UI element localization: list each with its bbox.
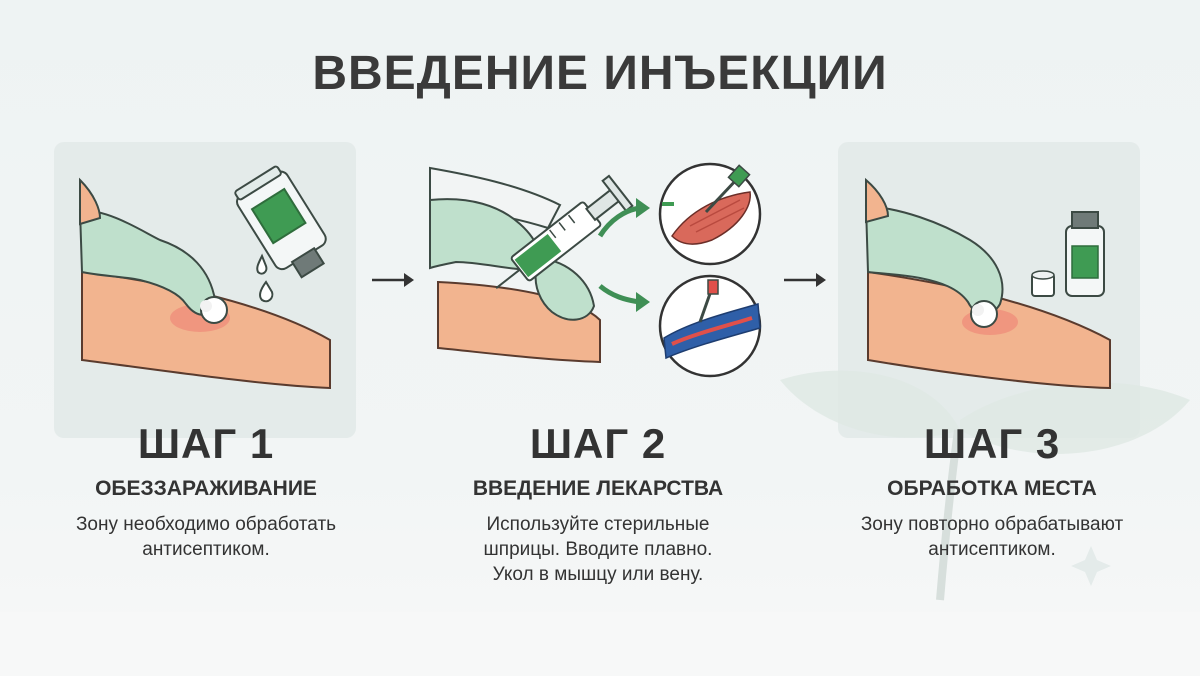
vial-cap-icon [1031, 270, 1055, 297]
page-title: ВВЕДЕНИЕ ИНЪЕКЦИИ [312, 47, 888, 100]
step-2-description: Используйте стерильные шприцы. Вводите п… [418, 512, 778, 587]
syringe-icon [495, 174, 634, 289]
step-3-description-line: антисептиком. [928, 539, 1056, 560]
vein-icon [658, 274, 762, 378]
cotton-swab-icon [200, 296, 228, 324]
step-1-description: Зону необходимо обработать антисептиком. [26, 512, 386, 562]
droplet-icon [256, 253, 268, 275]
arrow-right-icon [784, 273, 826, 287]
step-3-subtitle: ОБРАБОТКА МЕСТА [887, 477, 1097, 500]
bottom-band [0, 612, 1200, 676]
step-2-heading: ШАГ 2 [529, 420, 667, 467]
droplet-icon [258, 280, 274, 303]
gloved-hand-icon [429, 198, 596, 321]
step-1-subtitle: ОБЕЗЗАРАЖИВАНИЕ [95, 477, 317, 500]
muscle-icon [658, 162, 762, 266]
step-3-description-line: Зону повторно обрабатывают [860, 514, 1124, 535]
arrow-right-icon [372, 273, 414, 287]
step-1-heading: ШАГ 1 [137, 420, 275, 467]
step-3-description: Зону повторно обрабатывают антисептиком. [812, 512, 1172, 562]
step-2-subtitle: ВВЕДЕНИЕ ЛЕКАРСТВА [472, 477, 724, 500]
antiseptic-bottle-icon [234, 165, 327, 279]
vial-icon [1065, 211, 1105, 297]
cotton-swab-icon [970, 300, 998, 328]
step-2-description-line: Укол в мышцу или вену. [492, 564, 704, 585]
step-1-description-line: антисептиком. [142, 539, 270, 560]
step-1-description-line: Зону необходимо обработать [75, 514, 337, 535]
step-2-description-line: Используйте стерильные [486, 514, 710, 535]
step-3-heading: ШАГ 3 [923, 420, 1061, 467]
step-2-description-line: шприцы. Вводите плавно. [483, 539, 713, 560]
